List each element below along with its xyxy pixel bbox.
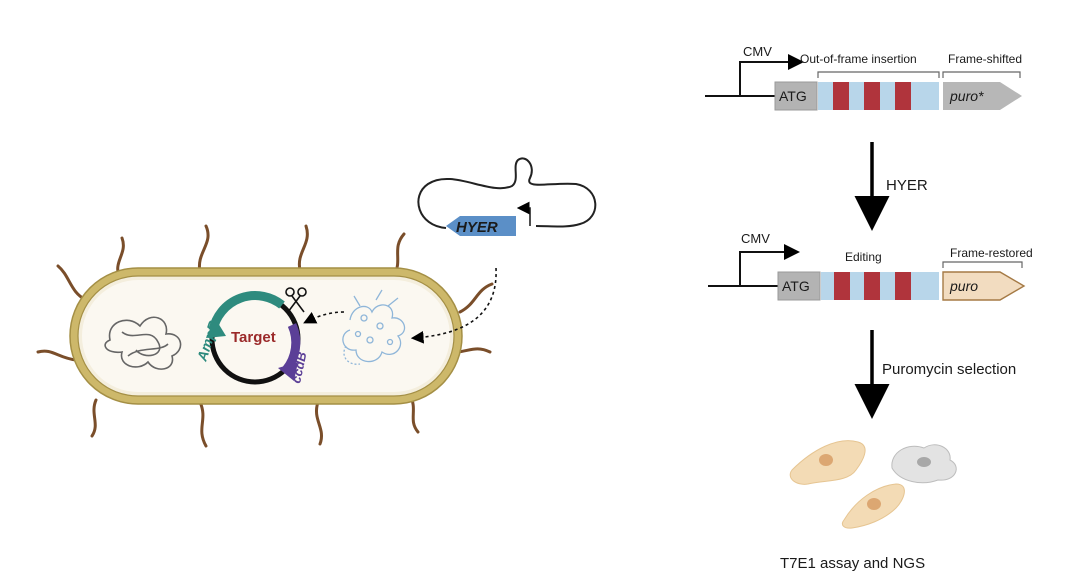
puro-restored-label: puro (949, 278, 978, 294)
puro-restored-gene (942, 271, 1026, 301)
step1-label: HYER (886, 177, 928, 194)
cmv-promoter-arrow-top (739, 54, 804, 96)
bacterium: Target AmpR ccdB (36, 224, 494, 448)
cmv-label-bottom: CMV (741, 231, 770, 246)
construct-top: CMV ATG puro* Out-of-frame insertion Fra… (705, 44, 1022, 111)
insert-block (834, 272, 850, 300)
cmv-label-top: CMV (743, 44, 772, 59)
delivery-arrow (410, 267, 497, 344)
scissors-icon (285, 287, 307, 313)
insert-label-top: Out-of-frame insertion (800, 52, 917, 66)
insert-block (864, 82, 880, 110)
atg-box-bottom (777, 271, 821, 301)
step2-label: Puromycin selection (882, 361, 1016, 378)
protein-complex (342, 289, 406, 365)
insert-block (833, 82, 849, 110)
hyer-gene (446, 216, 516, 236)
hyer-plasmid: HYER (417, 157, 597, 236)
insert-label-bottom: Editing (845, 250, 882, 264)
reporter-label-top: Frame-shifted (948, 52, 1022, 66)
construct-bottom: CMV ATG puro Editing Frame-restored (708, 231, 1033, 301)
binding-arrow (303, 311, 345, 324)
atg-label-top: ATG (779, 88, 807, 104)
insert-block (895, 272, 911, 300)
insert-block (895, 82, 911, 110)
insert-block (864, 272, 880, 300)
puro-shifted-gene (943, 82, 1022, 110)
genomic-dna (104, 316, 182, 370)
cmv-promoter-arrow-bottom (739, 244, 800, 286)
reporter-label-bottom: Frame-restored (950, 246, 1033, 260)
ccdb-label: ccdB (288, 350, 309, 384)
final-step-label: T7E1 assay and NGS (780, 555, 925, 572)
atg-box-top (774, 81, 818, 111)
puro-shifted-label: puro* (949, 88, 984, 104)
hyer-label: HYER (456, 219, 498, 236)
target-label: Target (231, 329, 276, 346)
atg-label-bottom: ATG (782, 278, 810, 294)
ampr-segment (208, 291, 285, 332)
cells (789, 440, 957, 529)
hyer-promoter-arrow (516, 201, 531, 226)
